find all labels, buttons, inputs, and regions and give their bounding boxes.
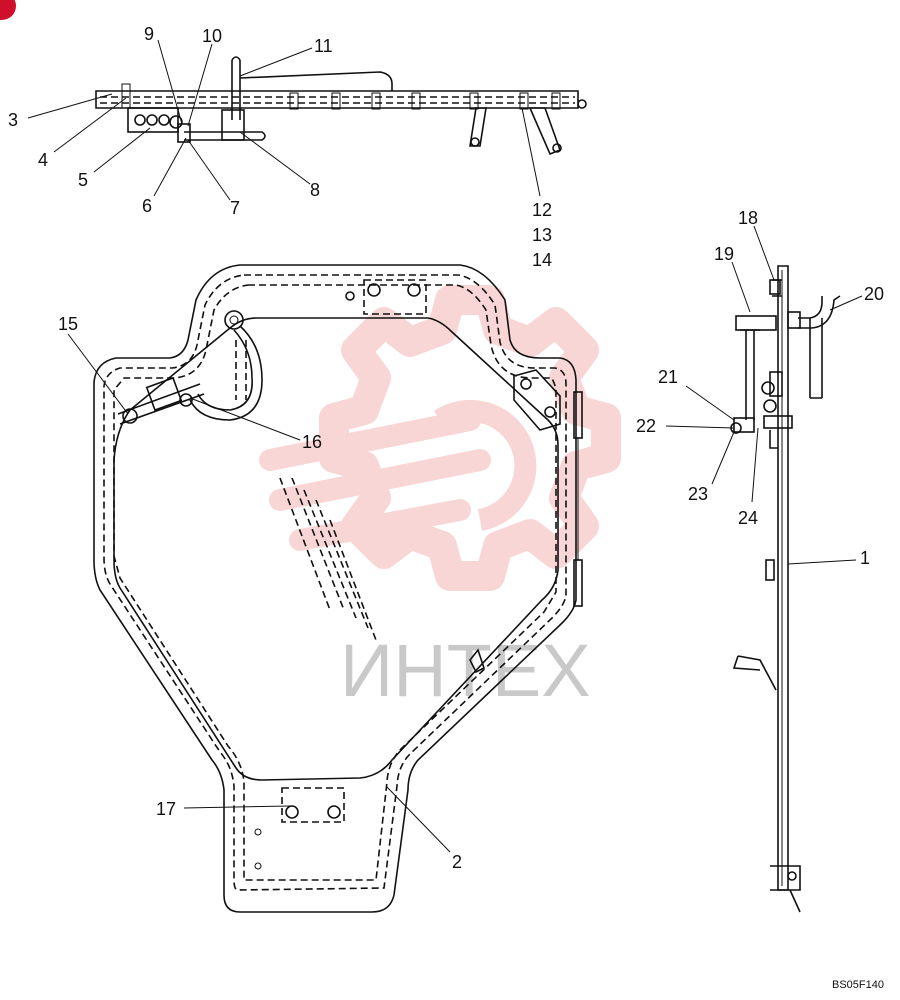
callout-16: 16 xyxy=(302,432,322,452)
top-view-assembly xyxy=(95,56,587,156)
callout-5: 5 xyxy=(78,170,88,190)
callout-22: 22 xyxy=(636,416,656,436)
callout-4: 4 xyxy=(38,150,48,170)
watermark-text: ИНТЕХ xyxy=(340,629,591,712)
callout-8: 8 xyxy=(310,180,320,200)
callout-6: 6 xyxy=(142,196,152,216)
reference-code: BS05F140 xyxy=(832,979,884,991)
callout-18: 18 xyxy=(738,208,758,228)
callout-9: 9 xyxy=(144,24,154,44)
callout-23: 23 xyxy=(688,484,708,504)
leader-lines xyxy=(27,39,863,853)
callout-13: 13 xyxy=(532,225,552,245)
callout-15: 15 xyxy=(58,314,78,334)
callout-21: 21 xyxy=(658,367,678,387)
callout-10: 10 xyxy=(202,26,222,46)
callout-14: 14 xyxy=(532,250,552,270)
watermark-logo xyxy=(259,285,621,591)
corner-badge xyxy=(0,0,16,20)
callout-7: 7 xyxy=(230,198,240,218)
callout-17: 17 xyxy=(156,799,176,819)
callout-labels: 1 2 3 4 5 6 7 8 9 10 11 12 13 14 15 16 1… xyxy=(8,24,884,872)
callout-1: 1 xyxy=(860,548,870,568)
callout-11: 11 xyxy=(314,36,333,56)
callout-2: 2 xyxy=(452,852,462,872)
main-frame-view xyxy=(93,264,583,913)
callout-12: 12 xyxy=(532,200,552,220)
callout-3: 3 xyxy=(8,110,18,130)
callout-19: 19 xyxy=(714,244,734,264)
callout-24: 24 xyxy=(738,508,758,528)
callout-20: 20 xyxy=(864,284,884,304)
side-view-assembly xyxy=(730,265,841,913)
